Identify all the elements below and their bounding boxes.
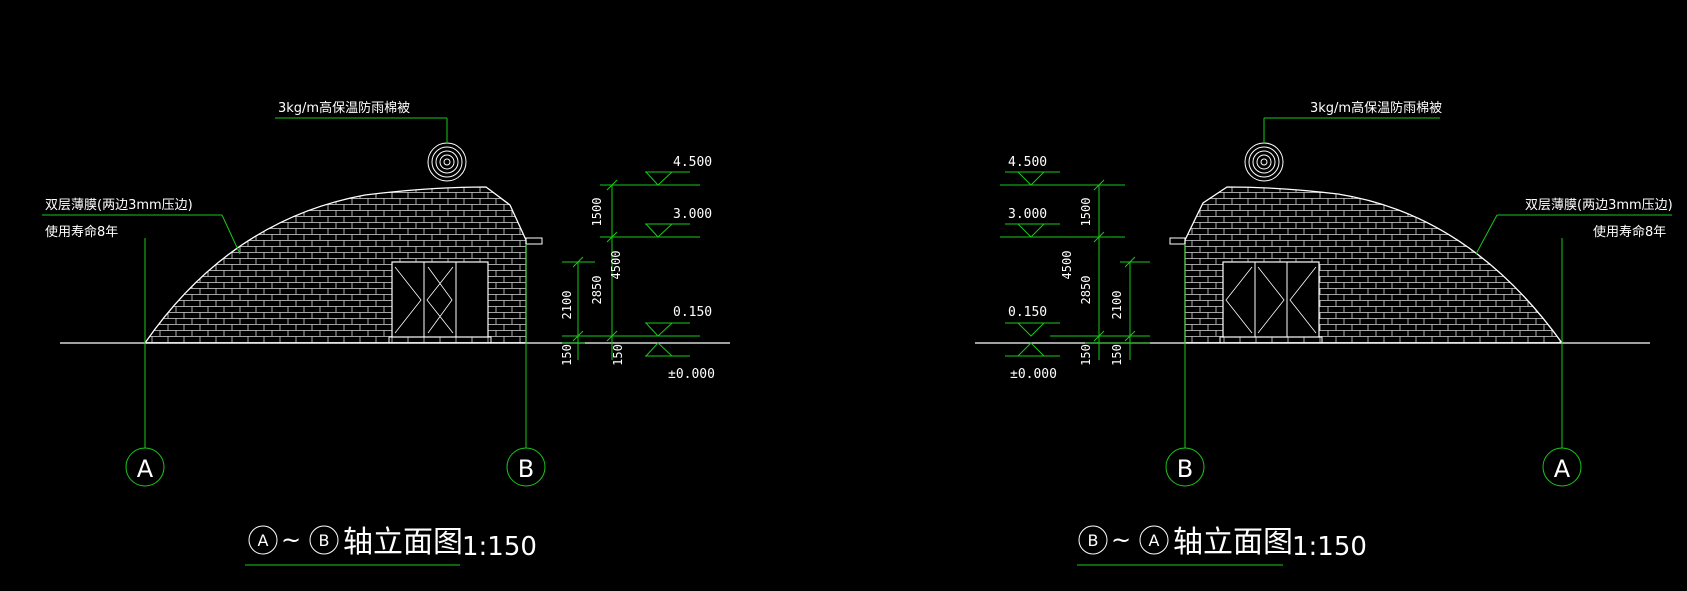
elevation-0150: 0.150 (673, 305, 712, 320)
axis-bubble-a (1542, 447, 1582, 487)
quilt-roll-icon (1244, 142, 1284, 182)
door (388, 261, 492, 344)
elevation-4500: 4.500 (673, 155, 712, 170)
elevation-markers: 4.500 3.000 0.150 ±0.000 (1005, 155, 1060, 382)
roof-callout: 3kg/m高保温防雨棉被 (1263, 100, 1442, 143)
axis-bubble-b (506, 447, 546, 487)
axis-bubble-b (1165, 447, 1205, 487)
film-callout-line2: 使用寿命8年 (1593, 224, 1666, 240)
dim-2100: 2100 (560, 291, 574, 320)
axis-label-b: B (1177, 455, 1193, 483)
dimension-chain: 1500 4500 2850 2100 150 150 (560, 179, 700, 366)
dim-150-a: 150 (1079, 344, 1093, 366)
dim-1500: 1500 (1079, 198, 1093, 227)
dim-150-b: 150 (1110, 344, 1124, 366)
elevation-4500: 4.500 (1008, 155, 1047, 170)
title-separator: ~ (281, 526, 301, 554)
axis-label-a: A (1554, 455, 1571, 483)
film-callout: 双层薄膜(两边3mm压边) 使用寿命8年 (1475, 198, 1673, 255)
film-callout: 双层薄膜(两边3mm压边) 使用寿命8年 (42, 198, 241, 255)
elevation-3000: 3.000 (1008, 207, 1047, 222)
dim-2100: 2100 (1110, 291, 1124, 320)
title-axis-end: A (1149, 531, 1160, 550)
quilt-roll-icon (427, 142, 467, 182)
view-title: B ~ A 轴立面图 1:150 (1077, 525, 1367, 566)
dim-150-b: 150 (611, 344, 625, 366)
elevation-0000: ±0.000 (668, 367, 715, 382)
right-elevation-view: 3kg/m高保温防雨棉被 双层薄膜(两边3mm压边) 使用寿命8年 B A 15… (975, 100, 1673, 566)
title-axis-start: A (258, 531, 269, 550)
elevation-0000: ±0.000 (1010, 367, 1057, 382)
film-callout-line1: 双层薄膜(两边3mm压边) (1525, 198, 1673, 213)
roof-callout: 3kg/m高保温防雨棉被 (275, 100, 448, 143)
title-scale: 1:150 (1292, 532, 1367, 562)
door (1219, 261, 1323, 344)
dim-2850: 2850 (1079, 276, 1093, 305)
dim-1500: 1500 (590, 198, 604, 227)
roof-callout-text: 3kg/m高保温防雨棉被 (1310, 100, 1442, 116)
dim-4500: 4500 (1060, 251, 1074, 280)
title-separator: ~ (1111, 526, 1131, 554)
axis-bubble-a (125, 447, 165, 487)
dim-150-a: 150 (560, 344, 574, 366)
title-scale: 1:150 (462, 532, 537, 562)
film-callout-line2: 使用寿命8年 (45, 224, 118, 240)
axis-label-a: A (137, 455, 154, 483)
elevation-0150: 0.150 (1008, 305, 1047, 320)
elevation-3000: 3.000 (673, 207, 712, 222)
title-axis-start: B (1088, 531, 1099, 550)
elevation-markers: 4.500 3.000 0.150 ±0.000 (644, 155, 715, 382)
title-text: 轴立面图 (1173, 525, 1293, 560)
left-elevation-view: 3kg/m高保温防雨棉被 双层薄膜(两边3mm压边) 使用寿命8年 A B (42, 100, 730, 566)
roof-callout-text: 3kg/m高保温防雨棉被 (278, 100, 410, 116)
film-callout-line1: 双层薄膜(两边3mm压边) (45, 198, 193, 213)
view-title: A ~ B 轴立面图 1:150 (245, 525, 537, 566)
title-axis-end: B (319, 531, 330, 550)
title-text: 轴立面图 (343, 525, 463, 560)
dimension-chain: 1500 4500 2850 2100 150 150 (1000, 179, 1150, 366)
dim-4500: 4500 (609, 251, 623, 280)
axis-label-b: B (518, 455, 534, 483)
dim-2850: 2850 (590, 276, 604, 305)
